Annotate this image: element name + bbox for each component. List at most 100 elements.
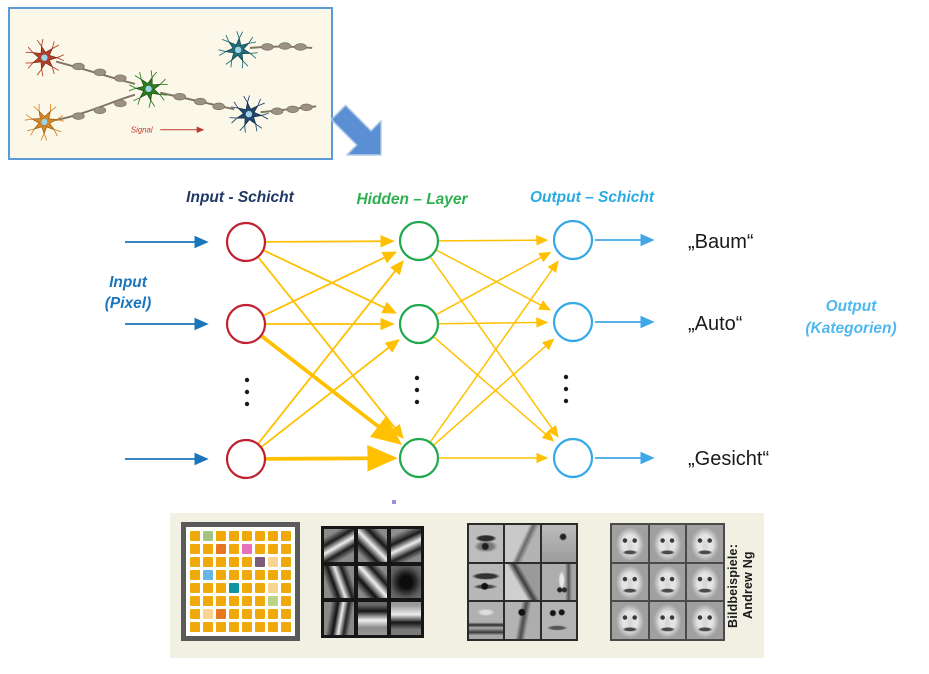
pixel-cell: [229, 557, 239, 567]
output-node: [552, 219, 594, 261]
face-cell: [649, 602, 686, 639]
pixel-cell: [203, 531, 213, 541]
faces-tile: [610, 523, 725, 641]
pixel-cell: [268, 544, 278, 554]
ellipsis-dot: [563, 398, 569, 404]
pixel-cell: [203, 544, 213, 554]
pixel-cell: [255, 531, 265, 541]
connection-edge: [438, 317, 549, 328]
connection-edge: [436, 249, 552, 311]
pixel-cell: [281, 622, 291, 632]
input-caption-line1: Input: [109, 274, 147, 291]
ellipsis-dot: [244, 389, 250, 395]
edge-filter-cell: [357, 602, 388, 635]
output-caption-line2: (Kategorien): [805, 320, 897, 337]
ellipsis-dot: [563, 374, 569, 380]
connection-edge: [429, 256, 559, 438]
pixel-cell: [268, 570, 278, 580]
neuron-cell: [128, 70, 168, 108]
category-label-baum: „Baum“: [688, 231, 754, 253]
signal-label: Signal: [131, 126, 153, 135]
pixel-cell: [268, 609, 278, 619]
ellipsis-dot: [414, 399, 420, 405]
face-part-cell: [505, 563, 540, 601]
pixel-cell: [268, 596, 278, 606]
ellipsis-dot: [563, 386, 569, 392]
neuron-cell: [218, 31, 258, 69]
pixel-cell: [190, 622, 200, 632]
neuron-cell: [24, 103, 65, 141]
pixel-cell: [242, 531, 252, 541]
connection-edge: [260, 334, 403, 445]
image-credit: Bildbeispiele: Andrew Ng: [726, 517, 756, 654]
face-cell: [687, 563, 723, 601]
examples-strip: Bildbeispiele: Andrew Ng: [170, 513, 764, 658]
pixel-cell: [281, 596, 291, 606]
pixel-cell: [216, 570, 226, 580]
connection-edge: [265, 444, 398, 472]
pixel-cell: [203, 583, 213, 593]
output-caption: Output (Kategorien): [781, 296, 921, 340]
pixel-cell: [190, 609, 200, 619]
face-part-cell: [469, 563, 504, 601]
ellipsis-dot: [414, 387, 420, 393]
pixel-cell: [242, 544, 252, 554]
hidden-node: [398, 220, 440, 262]
pixel-cell: [229, 570, 239, 580]
face-part-cell: [541, 563, 576, 601]
edge-filter-cell: [357, 565, 388, 599]
pixel-cell: [255, 583, 265, 593]
connection-edge: [257, 257, 404, 440]
pixel-cell: [203, 596, 213, 606]
connection-edge: [263, 249, 398, 314]
pixel-cell: [190, 544, 200, 554]
face-part-cell: [505, 602, 540, 639]
output-node: [552, 301, 594, 343]
connection-edge: [436, 251, 552, 316]
connection-edge: [263, 251, 398, 317]
face-cell: [612, 563, 648, 601]
pixel-grid: [186, 527, 295, 636]
edge-filter-cell: [324, 602, 354, 635]
pixel-cell: [229, 622, 239, 632]
hidden-node: [398, 303, 440, 345]
pixel-cell: [255, 544, 265, 554]
pixel-cell: [255, 609, 265, 619]
face-part-cell: [469, 602, 504, 639]
face-cell: [687, 602, 723, 639]
pixel-cell: [268, 531, 278, 541]
pixel-cell: [255, 557, 265, 567]
face-part-cell: [505, 525, 540, 562]
pixel-cell: [281, 570, 291, 580]
output-layer-label: Output – Schicht: [530, 189, 654, 206]
pixel-cell: [190, 531, 200, 541]
pixel-cell: [268, 583, 278, 593]
pixel-cell: [242, 583, 252, 593]
pixel-cell: [281, 544, 291, 554]
pixel-cell: [190, 596, 200, 606]
pixel-cell: [203, 622, 213, 632]
category-label-auto: „Auto“: [688, 313, 743, 335]
input-node: [225, 303, 267, 345]
face-part-cell: [541, 525, 576, 562]
pixel-cell: [281, 583, 291, 593]
pixel-cell: [281, 557, 291, 567]
output-caption-line1: Output: [825, 298, 877, 315]
pixel-cell: [242, 570, 252, 580]
face-cell: [649, 525, 686, 562]
edge-filter-cell: [391, 565, 421, 599]
pixel-cell: [242, 622, 252, 632]
face-cell: [649, 563, 686, 601]
face-part-cell: [469, 525, 504, 562]
down-right-arrow: [330, 104, 382, 156]
face-part-cell: [541, 602, 576, 639]
ellipsis-dot: [244, 401, 250, 407]
connection-edge: [429, 260, 559, 443]
edge-filter-cell: [391, 602, 421, 635]
pixel-cell: [203, 570, 213, 580]
pixel-cell: [255, 622, 265, 632]
connection-edge: [433, 338, 555, 446]
pixel-cell: [229, 583, 239, 593]
input-node: [225, 221, 267, 263]
